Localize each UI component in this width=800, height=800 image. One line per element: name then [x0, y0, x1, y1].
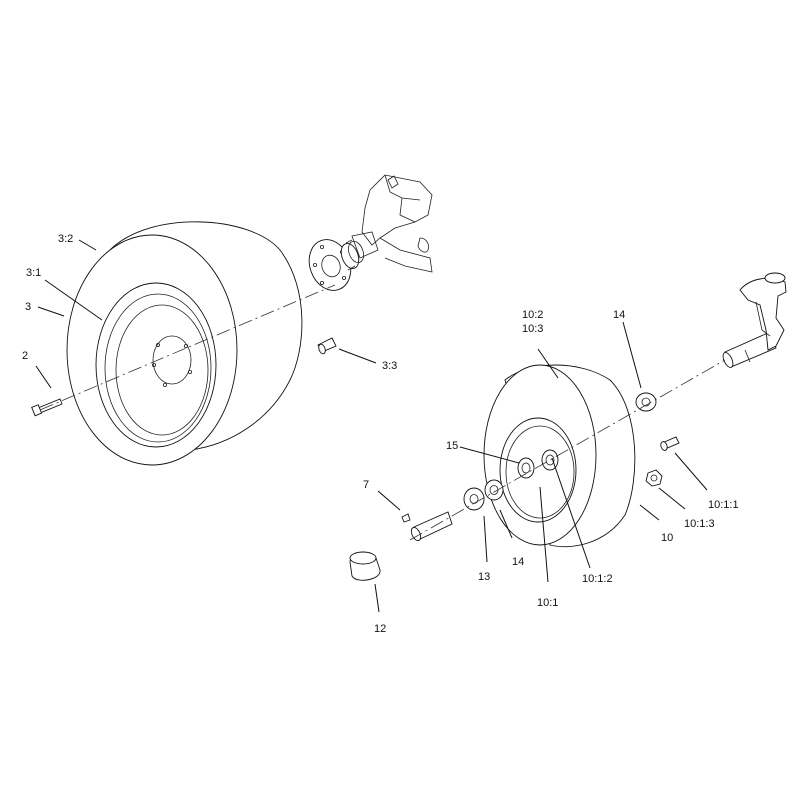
- callout-14-bottom: 14: [512, 556, 524, 568]
- steering-knuckle: [739, 272, 787, 351]
- pin-part-7: [401, 513, 411, 523]
- left-axis-line: [39, 284, 336, 411]
- callout-10-1: 10:1: [537, 597, 558, 609]
- callout-13: 13: [478, 571, 490, 583]
- spacer-sleeve: [410, 511, 453, 542]
- grease-fitting-part-10-1-1: [660, 436, 680, 451]
- callout-7: 7: [363, 479, 369, 491]
- callout-15: 15: [446, 440, 458, 452]
- nut-part-10-1-3: [645, 469, 663, 487]
- callout-10-2: 10:2: [522, 309, 543, 321]
- callout-10: 10: [661, 532, 673, 544]
- right-rim: [499, 417, 577, 523]
- axle-shaft: [722, 331, 777, 368]
- right-wheel-assembly: [483, 364, 636, 548]
- washer-part-13: [463, 487, 485, 511]
- left-wheel-assembly: [66, 221, 303, 466]
- frame-axle-assembly: [351, 174, 433, 273]
- callout-14-top: 14: [613, 309, 625, 321]
- hub-bearing: [340, 239, 364, 271]
- cap-part-12: [349, 551, 381, 581]
- callout-3-3: 3:3: [382, 360, 397, 372]
- callout-labels: 3:2 3:1 3 2 3:3 10:2 10:3 14 15 7 10:1:1…: [22, 233, 739, 635]
- leader-lines: [35, 239, 708, 613]
- right-axis-line: [409, 359, 726, 541]
- lug-bolt-part-2: [31, 398, 63, 417]
- callout-2: 2: [22, 350, 28, 362]
- callout-10-1-2: 10:1:2: [582, 573, 613, 585]
- callout-3-2: 3:2: [58, 233, 73, 245]
- callout-10-1-1: 10:1:1: [708, 499, 739, 511]
- callout-10-3: 10:3: [522, 323, 543, 335]
- callout-12: 12: [374, 623, 386, 635]
- callout-10-1-3: 10:1:3: [684, 518, 715, 530]
- washer-part-14-top: [635, 392, 657, 412]
- stud-part-3-3: [317, 337, 337, 355]
- callout-3: 3: [25, 301, 31, 313]
- callout-3-1: 3:1: [26, 267, 41, 279]
- washer-part-14-bottom: [484, 479, 504, 501]
